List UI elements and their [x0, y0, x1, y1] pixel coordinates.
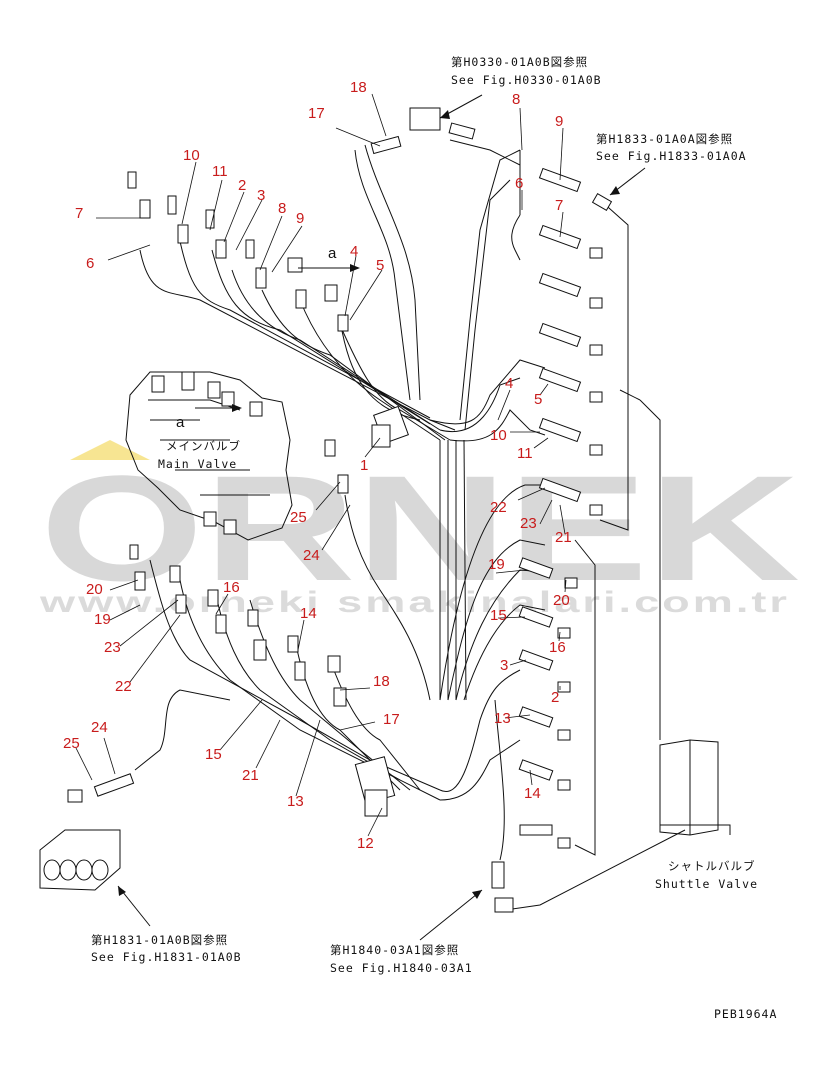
fitting-top-10	[295, 289, 307, 309]
ref-right-jp: 第H1833-01A0A図参照	[596, 132, 733, 146]
callout-25-left: 25	[63, 735, 80, 752]
callout-19-right: 19	[488, 556, 505, 573]
main-valve-jp: メインバルブ	[166, 439, 241, 453]
ref-bottom-mid-jp: 第H1840-03A1図参照	[330, 943, 459, 957]
callout-23-left: 23	[104, 639, 121, 656]
ref-top-jp: 第H0330-01A0B図参照	[451, 55, 588, 69]
ppc-valve-block	[39, 829, 121, 891]
watermark-accent	[70, 440, 150, 460]
callout-numbers: 18 17 8 9 6 7 10 11 2 3 8 9 7 6 a 4 5 a …	[63, 79, 572, 852]
fitting-top-11	[324, 284, 338, 302]
ref-top-en: See Fig.H0330-01A0B	[451, 73, 602, 87]
callout-3-right: 3	[500, 657, 508, 674]
fitting-top-3	[167, 195, 177, 215]
callout-21-right: 21	[555, 529, 572, 546]
callout-10-top: 10	[183, 147, 200, 164]
callout-14-right: 14	[524, 785, 541, 802]
callout-21-left: 21	[242, 767, 259, 784]
callout-15-right: 15	[490, 607, 507, 624]
callout-22-right: 22	[490, 499, 507, 516]
fittings-lower-left	[67, 439, 349, 803]
callout-9-right: 9	[555, 113, 563, 130]
watermark-logo: ORNEK	[40, 444, 800, 612]
ref-bottom-mid-en: See Fig.H1840-03A1	[330, 961, 473, 975]
ref-bottom-left-en: See Fig.H1831-01A0B	[91, 950, 242, 964]
callout-4-top: 4	[350, 243, 358, 260]
callout-16-left: 16	[223, 579, 240, 596]
callout-18-top: 18	[350, 79, 367, 96]
fitting-top-2	[139, 199, 151, 219]
callout-23-right: 23	[520, 515, 537, 532]
reference-labels: 第H0330-01A0B図参照 See Fig.H0330-01A0B 第H18…	[91, 55, 777, 1021]
callout-leaders	[75, 93, 567, 837]
callout-5-top: 5	[376, 257, 384, 274]
shuttle-valve-en: Shuttle Valve	[655, 877, 758, 891]
callout-22-left: 22	[115, 678, 132, 695]
ref-bottom-left-jp: 第H1831-01A0B図参照	[91, 933, 228, 947]
callout-8-top: 8	[278, 200, 286, 217]
callout-1: 1	[360, 457, 368, 474]
callout-13-right: 13	[494, 710, 511, 727]
shuttle-valve	[491, 389, 731, 913]
callout-16-right: 16	[549, 639, 566, 656]
callout-11-right: 11	[517, 445, 533, 462]
callout-2-right: 2	[551, 689, 559, 706]
callout-12: 12	[357, 835, 374, 852]
callout-5-right: 5	[534, 391, 542, 408]
callout-20-left: 20	[86, 581, 103, 598]
tee-fitting	[409, 107, 441, 131]
fitting-top-4	[177, 224, 189, 244]
fitting-top-7	[245, 239, 255, 259]
fitting-top-6	[215, 239, 227, 259]
fitting-top-hose-8	[448, 122, 476, 140]
callout-17-top: 17	[308, 105, 325, 122]
callout-13-left: 13	[287, 793, 304, 810]
shuttle-valve-jp: シャトルバルブ	[668, 859, 756, 873]
label-a-valve: a	[176, 414, 185, 431]
fitting-top-5	[205, 209, 215, 229]
fitting-top-hose-18	[370, 135, 402, 155]
callout-7-right: 7	[555, 197, 563, 214]
callout-14-left: 14	[300, 605, 317, 622]
callout-24-mid: 24	[303, 547, 320, 564]
watermark: ORNEK www.orneki smakinalari.com.tr	[38, 440, 800, 619]
callout-6-top: 6	[86, 255, 94, 272]
fitting-top-8	[255, 267, 267, 289]
fitting-top-12	[337, 314, 349, 332]
callout-6-right: 6	[515, 175, 523, 192]
hose-routing	[134, 139, 546, 861]
fitting-top-1	[127, 171, 137, 189]
callout-7-top: 7	[75, 205, 83, 222]
callout-25-mid: 25	[290, 509, 307, 526]
callout-10-right: 10	[490, 427, 507, 444]
main-valve	[125, 371, 293, 541]
label-a-top: a	[328, 245, 337, 262]
fitting-top-9	[287, 257, 303, 273]
ref-right-en: See Fig.H1833-01A0A	[596, 149, 747, 163]
fittings-right-lower	[518, 539, 596, 856]
watermark-url: www.orneki smakinalari.com.tr	[38, 586, 790, 619]
callout-9-top: 9	[296, 210, 304, 227]
reference-leaders	[117, 94, 646, 941]
callout-17-lower: 17	[383, 711, 400, 728]
callout-18-lower: 18	[373, 673, 390, 690]
callout-11-top: 11	[212, 163, 228, 180]
callout-20-right: 20	[553, 592, 570, 609]
callout-15-left: 15	[205, 746, 222, 763]
callout-3-top: 3	[257, 187, 265, 204]
drawing-code: PEB1964A	[714, 1007, 777, 1021]
callout-19-left: 19	[94, 611, 111, 628]
fittings-top	[127, 107, 476, 332]
callout-2-top: 2	[238, 177, 246, 194]
callout-8-right: 8	[512, 91, 520, 108]
main-valve-en: Main Valve	[158, 457, 237, 471]
callout-4-right: 4	[505, 375, 513, 392]
callout-24-left: 24	[91, 719, 108, 736]
